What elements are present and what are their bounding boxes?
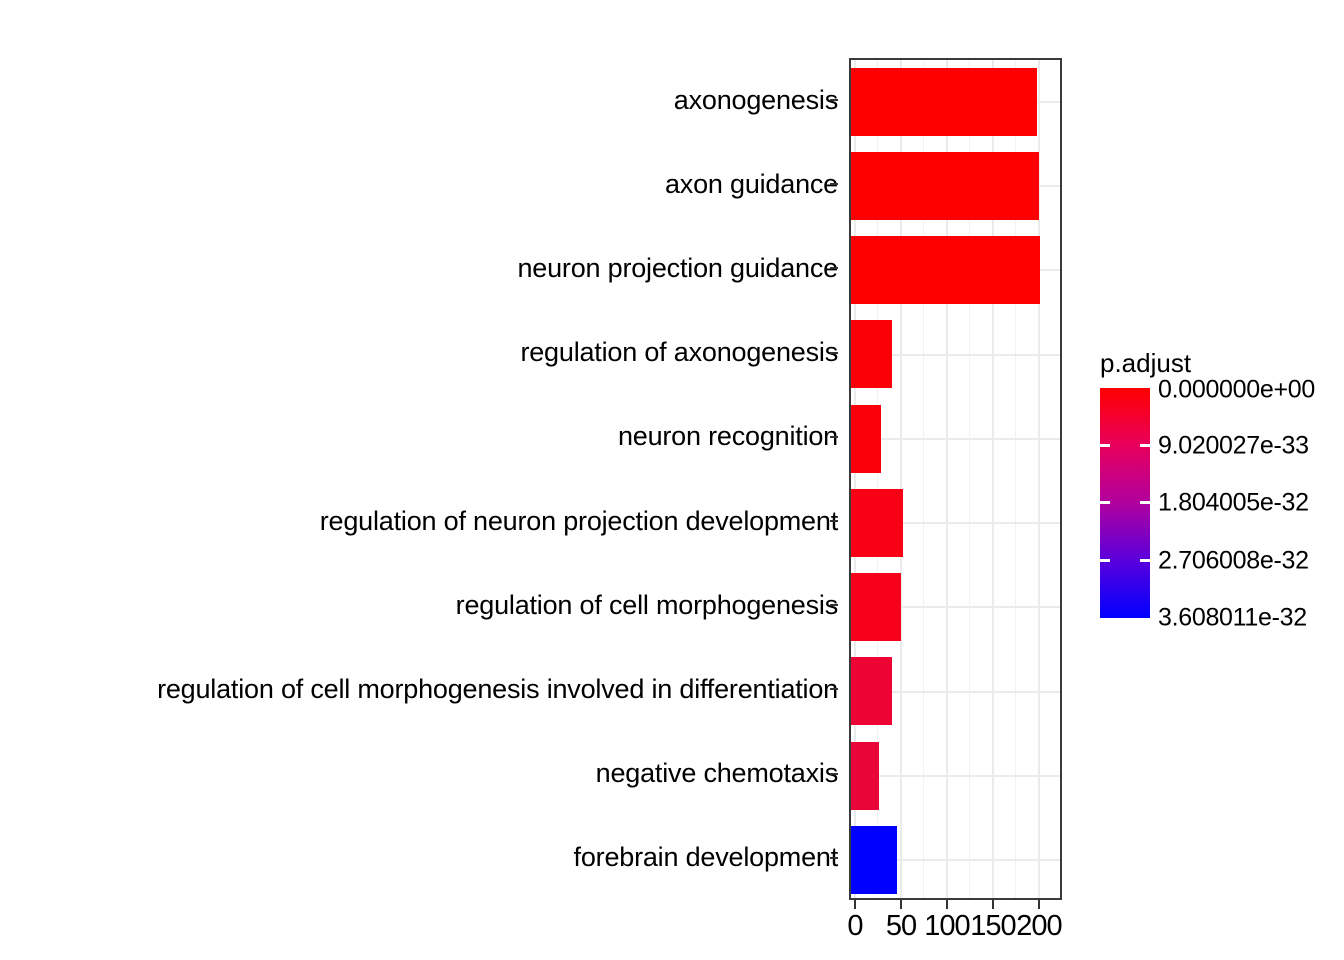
y-axis-tick-label: regulation of cell morphogenesis involve… <box>0 647 838 731</box>
bar-negative-chemotaxis[interactable] <box>851 742 879 810</box>
y-axis-tick-mark <box>830 435 838 438</box>
x-axis-tick-mark <box>854 900 856 909</box>
colorbar-tick <box>1140 501 1150 504</box>
y-axis-tick-mark <box>830 351 838 354</box>
x-axis-tick-mark <box>1038 900 1040 909</box>
bar-neuron-projection-guidance[interactable] <box>851 236 1040 304</box>
x-axis-tick-mark <box>900 900 902 909</box>
bar-forebrain-development[interactable] <box>851 826 897 894</box>
y-axis-tick-label: forebrain development <box>0 816 839 900</box>
y-axis-tick-mark <box>830 856 838 859</box>
x-axis: 0 50 100 150 200 <box>847 900 1063 960</box>
gridline-major-y <box>851 859 1060 861</box>
legend-label-break: 3.608011e-32 <box>1158 603 1307 632</box>
bar-regulation-of-cell-morphogenesis-involved-in-differentiation[interactable] <box>851 657 892 725</box>
y-axis-tick-mark <box>830 604 838 607</box>
bar-axonogenesis[interactable] <box>851 68 1037 136</box>
gridline-minor-x <box>1015 60 1016 898</box>
y-axis-label-text: axonogenesis <box>673 84 838 115</box>
colorbar-tick <box>1140 444 1150 447</box>
y-axis-tick-label: neuron projection guidance <box>0 226 838 310</box>
gridline-major-x <box>992 60 994 898</box>
y-axis-tick-label: regulation of cell morphogenesis <box>0 563 839 647</box>
colorbar-tick <box>1100 501 1110 504</box>
gridline-major-x <box>946 60 948 898</box>
colorbar-tick <box>1100 559 1110 562</box>
bar-regulation-of-cell-morphogenesis[interactable] <box>851 573 901 641</box>
colorbar-tick <box>1140 559 1150 562</box>
x-axis-tick-mark <box>992 900 994 909</box>
x-axis-tick-label: 200 <box>1016 910 1062 942</box>
x-axis-tick-label: 100 <box>924 910 970 942</box>
gridline-major-y <box>851 606 1060 608</box>
y-axis-tick-label: neuron recognition <box>0 395 838 479</box>
gridline-major-y <box>851 354 1060 356</box>
y-axis-tick-label: regulation of neuron projection developm… <box>0 479 838 563</box>
y-axis-label-text: forebrain development <box>573 842 839 873</box>
gridline-major-x <box>1038 60 1040 898</box>
y-axis-tick-mark <box>830 183 838 186</box>
y-axis-tick-mark <box>830 772 838 775</box>
y-axis-label-text: negative chemotaxis <box>595 758 839 789</box>
y-axis-label-text: axon guidance <box>664 168 838 199</box>
y-axis-label-text: regulation of neuron projection developm… <box>319 505 838 536</box>
y-axis-tick-label: axon guidance <box>0 142 838 226</box>
legend: p.adjust 0.000000e+00 9.020027e-33 1.804… <box>1098 348 1344 638</box>
y-axis-labels: axonogenesis axon guidance neuron projec… <box>0 58 838 900</box>
y-axis-label-text: neuron projection guidance <box>517 252 838 283</box>
y-axis-tick-mark <box>830 267 838 270</box>
legend-title: p.adjust <box>1100 348 1192 378</box>
x-axis-tick-label: 0 <box>847 910 863 942</box>
gridline-minor-x <box>923 60 924 898</box>
legend-colorbar <box>1100 388 1150 618</box>
legend-label-break: 0.000000e+00 <box>1158 375 1315 404</box>
y-axis-tick-label: regulation of axonogenesis <box>0 311 838 395</box>
plot-panel <box>849 58 1062 900</box>
y-axis-tick-mark <box>830 688 838 691</box>
y-axis-label-text: regulation of axonogenesis <box>520 337 838 368</box>
bar-axon-guidance[interactable] <box>851 152 1039 220</box>
y-axis-label-text: regulation of cell morphogenesis <box>455 589 839 620</box>
bar-regulation-of-neuron-projection-development[interactable] <box>851 489 903 557</box>
bar-regulation-of-axonogenesis[interactable] <box>851 320 892 388</box>
gridline-minor-x <box>969 60 970 898</box>
y-axis-label-text: regulation of cell morphogenesis involve… <box>157 673 838 704</box>
y-axis-tick-mark <box>830 520 838 523</box>
gridline-major-y <box>851 438 1060 440</box>
y-axis-tick-label: axonogenesis <box>0 58 838 142</box>
legend-label-break: 1.804005e-32 <box>1158 488 1309 517</box>
bar-neuron-recognition[interactable] <box>851 405 881 473</box>
x-axis-tick-mark <box>946 900 948 909</box>
gridline-major-x <box>854 60 856 898</box>
y-axis-tick-label: negative chemotaxis <box>0 732 839 816</box>
x-axis-tick-label: 150 <box>970 910 1016 942</box>
x-axis-tick-label: 50 <box>885 910 917 942</box>
y-axis-tick-mark <box>830 99 838 102</box>
gridline-major-y <box>851 522 1060 524</box>
gridline-major-y <box>851 775 1060 777</box>
gridline-major-x <box>900 60 902 898</box>
gridline-minor-x <box>877 60 878 898</box>
legend-label-break: 9.020027e-33 <box>1158 431 1309 460</box>
gridline-major-y <box>851 691 1060 693</box>
y-axis-label-text: neuron recognition <box>617 421 838 452</box>
colorbar-tick <box>1100 444 1110 447</box>
legend-label-break: 2.706008e-32 <box>1158 546 1309 575</box>
